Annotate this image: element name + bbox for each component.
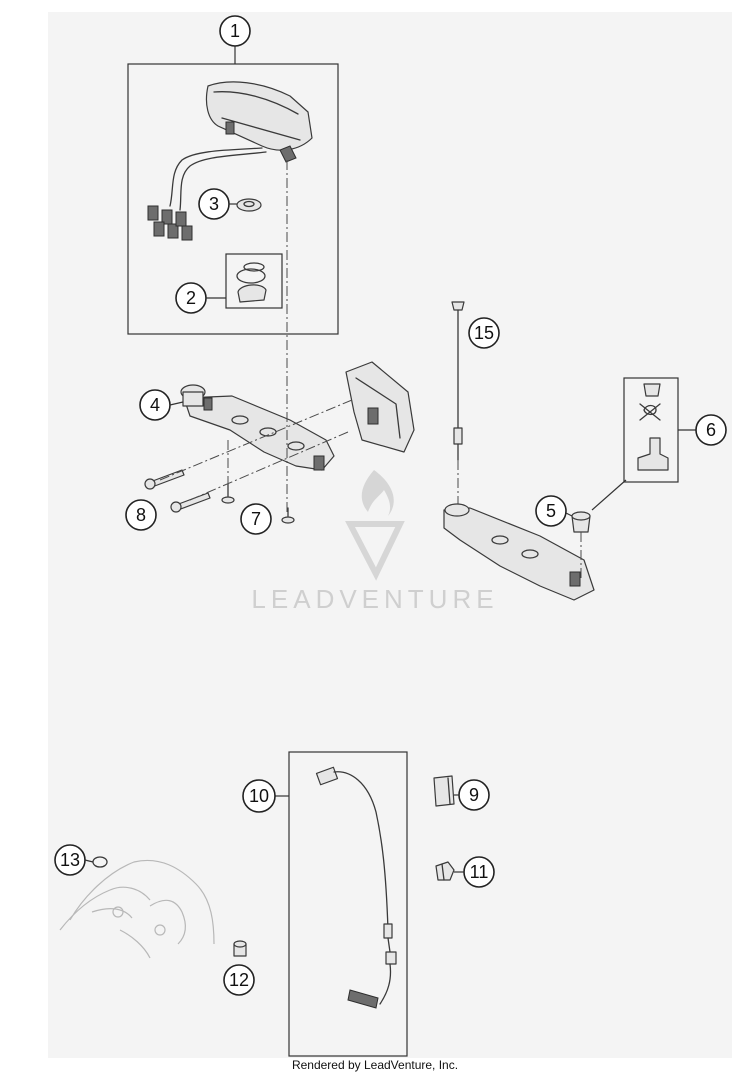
- part-9-clip[interactable]: [433, 775, 455, 807]
- speedometer-part[interactable]: [147, 81, 313, 241]
- kit-frame-2: [225, 253, 283, 309]
- svg-text:10: 10: [249, 786, 269, 806]
- part-5-bushing[interactable]: [571, 511, 591, 533]
- kit-frame-10: [288, 751, 408, 1057]
- svg-text:7: 7: [251, 509, 261, 529]
- part-7-screws[interactable]: [221, 483, 295, 524]
- kit-frame-1: [127, 63, 339, 335]
- svg-text:6: 6: [706, 420, 716, 440]
- callout-15: 15: [468, 317, 500, 349]
- svg-text:12: 12: [229, 970, 249, 990]
- callout-8: 8: [125, 499, 157, 531]
- part-12-sleeve[interactable]: [233, 940, 247, 957]
- svg-text:13: 13: [60, 850, 80, 870]
- part-10-sensor-cable[interactable]: [315, 766, 397, 1009]
- callout-7: 7: [240, 503, 272, 535]
- svg-text:2: 2: [186, 288, 196, 308]
- svg-text:5: 5: [546, 501, 556, 521]
- svg-text:9: 9: [469, 785, 479, 805]
- drawing-area: [48, 12, 732, 1058]
- svg-text:8: 8: [136, 505, 146, 525]
- callout-2: 2: [175, 282, 207, 314]
- assembly-line-bolt-2: [189, 431, 349, 501]
- part-3-cap[interactable]: [236, 198, 262, 212]
- callout-12: 12: [223, 964, 255, 996]
- assembly-line-bolt-1: [159, 399, 353, 481]
- part-6-kit[interactable]: [637, 383, 669, 471]
- svg-text:11: 11: [470, 862, 489, 882]
- part-15-rod[interactable]: [451, 301, 465, 461]
- brake-caliper-ghost: [59, 859, 215, 959]
- callout-4: 4: [139, 389, 171, 421]
- callout-6: 6: [695, 414, 727, 446]
- callout-9: 9: [458, 779, 490, 811]
- callout-13: 13: [54, 844, 86, 876]
- part-2-seal-set[interactable]: [236, 262, 267, 303]
- callout-11: 11: [463, 856, 495, 888]
- footer-credit: Rendered by LeadVenture, Inc.: [291, 1058, 459, 1072]
- watermark-text: LEADVENTURE: [251, 584, 498, 614]
- part-8-bolts[interactable]: [144, 469, 211, 513]
- svg-text:3: 3: [209, 194, 219, 214]
- svg-text:1: 1: [230, 21, 240, 41]
- callout-5: 5: [535, 495, 567, 527]
- callout-10: 10: [242, 779, 276, 813]
- svg-text:15: 15: [474, 323, 494, 343]
- part-4-bracket[interactable]: [180, 361, 415, 471]
- right-bracket[interactable]: [443, 503, 595, 601]
- callout-3: 3: [198, 188, 230, 220]
- svg-text:4: 4: [150, 395, 160, 415]
- callout-1: 1: [219, 15, 251, 47]
- leadventure-watermark: LEADVENTURE: [251, 470, 498, 614]
- part-11-clamp[interactable]: [435, 861, 455, 881]
